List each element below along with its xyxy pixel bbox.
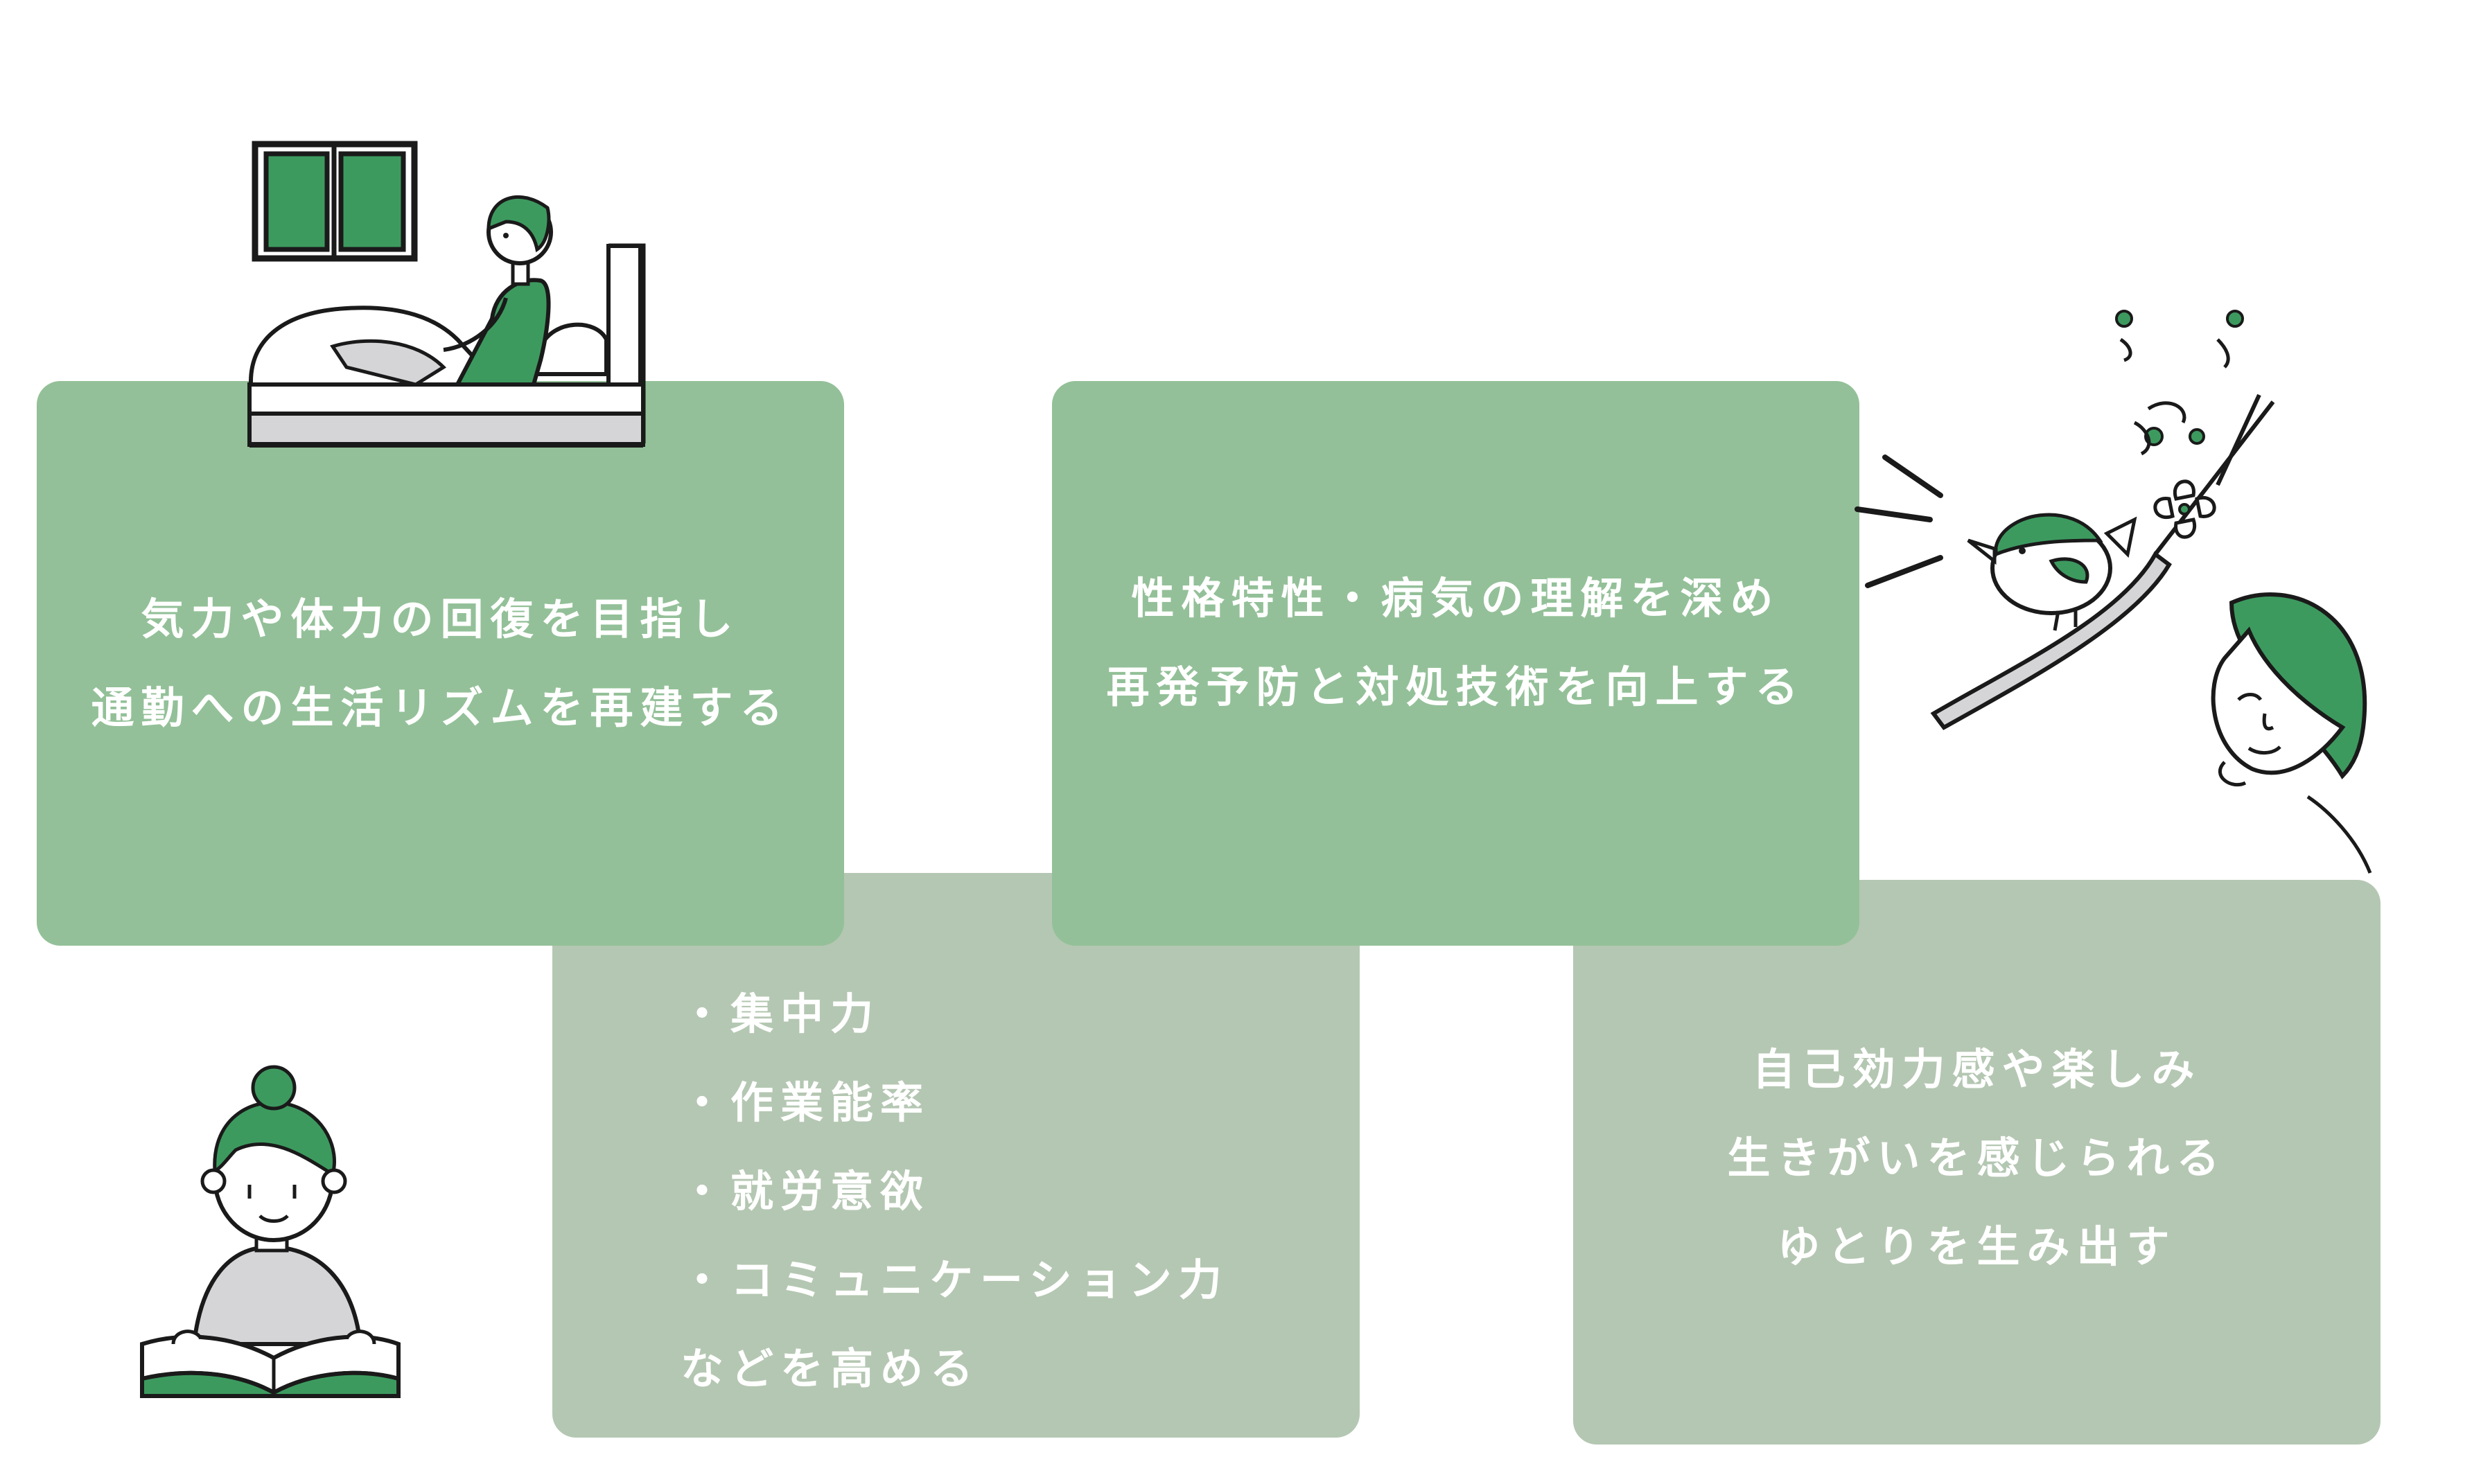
skill-item: ・集中力: [681, 989, 881, 1039]
card-fulfillment-line-1: 自己効力感や楽しみ: [1752, 1044, 2202, 1095]
skill-footer: などを高める: [681, 1343, 981, 1394]
skill-item: ・就労意欲: [681, 1166, 931, 1217]
card-recovery-text: 気力や体力の回復を目指し 通勤への生活リズムを再建する: [37, 575, 844, 752]
card-understanding-line-2: 再発予防と対処技術を向上する: [1106, 662, 1805, 712]
bird-singing-on-branch-icon: [1855, 310, 2275, 730]
card-skills: ・集中力 ・作業能率 ・就労意欲 ・コミュニケーション力 などを高める: [552, 873, 1360, 1438]
person-sitting-on-bed-icon: [247, 141, 646, 448]
card-recovery: 気力や体力の回復を目指し 通勤への生活リズムを再建する: [37, 381, 844, 946]
card-fulfillment-line-3: ゆとりを生み出す: [1777, 1221, 2177, 1272]
card-understanding: 性格特性・病気の理解を深め 再発予防と対処技術を向上する: [1052, 381, 1859, 946]
card-fulfillment-line-2: 生きがいを感じられる: [1727, 1133, 2227, 1183]
smiling-woman-icon: [2211, 592, 2372, 874]
card-fulfillment: 自己効力感や楽しみ 生きがいを感じられる ゆとりを生み出す: [1573, 880, 2381, 1445]
card-understanding-line-1: 性格特性・病気の理解を深め: [1131, 573, 1780, 624]
card-skills-list: ・集中力 ・作業能率 ・就労意欲 ・コミュニケーション力 などを高める: [681, 970, 1229, 1413]
card-recovery-line-1: 気力や体力の回復を目指し: [141, 594, 740, 644]
card-understanding-text: 性格特性・病気の理解を深め 再発予防と対処技術を向上する: [1052, 554, 1859, 732]
skill-item: ・作業能率: [681, 1077, 931, 1128]
card-recovery-line-2: 通勤への生活リズムを再建する: [91, 682, 790, 733]
card-fulfillment-text: 自己効力感や楽しみ 生きがいを感じられる ゆとりを生み出す: [1573, 1025, 2381, 1291]
woman-reading-book-icon: [140, 1065, 401, 1398]
skill-item: ・コミュニケーション力: [681, 1255, 1229, 1305]
